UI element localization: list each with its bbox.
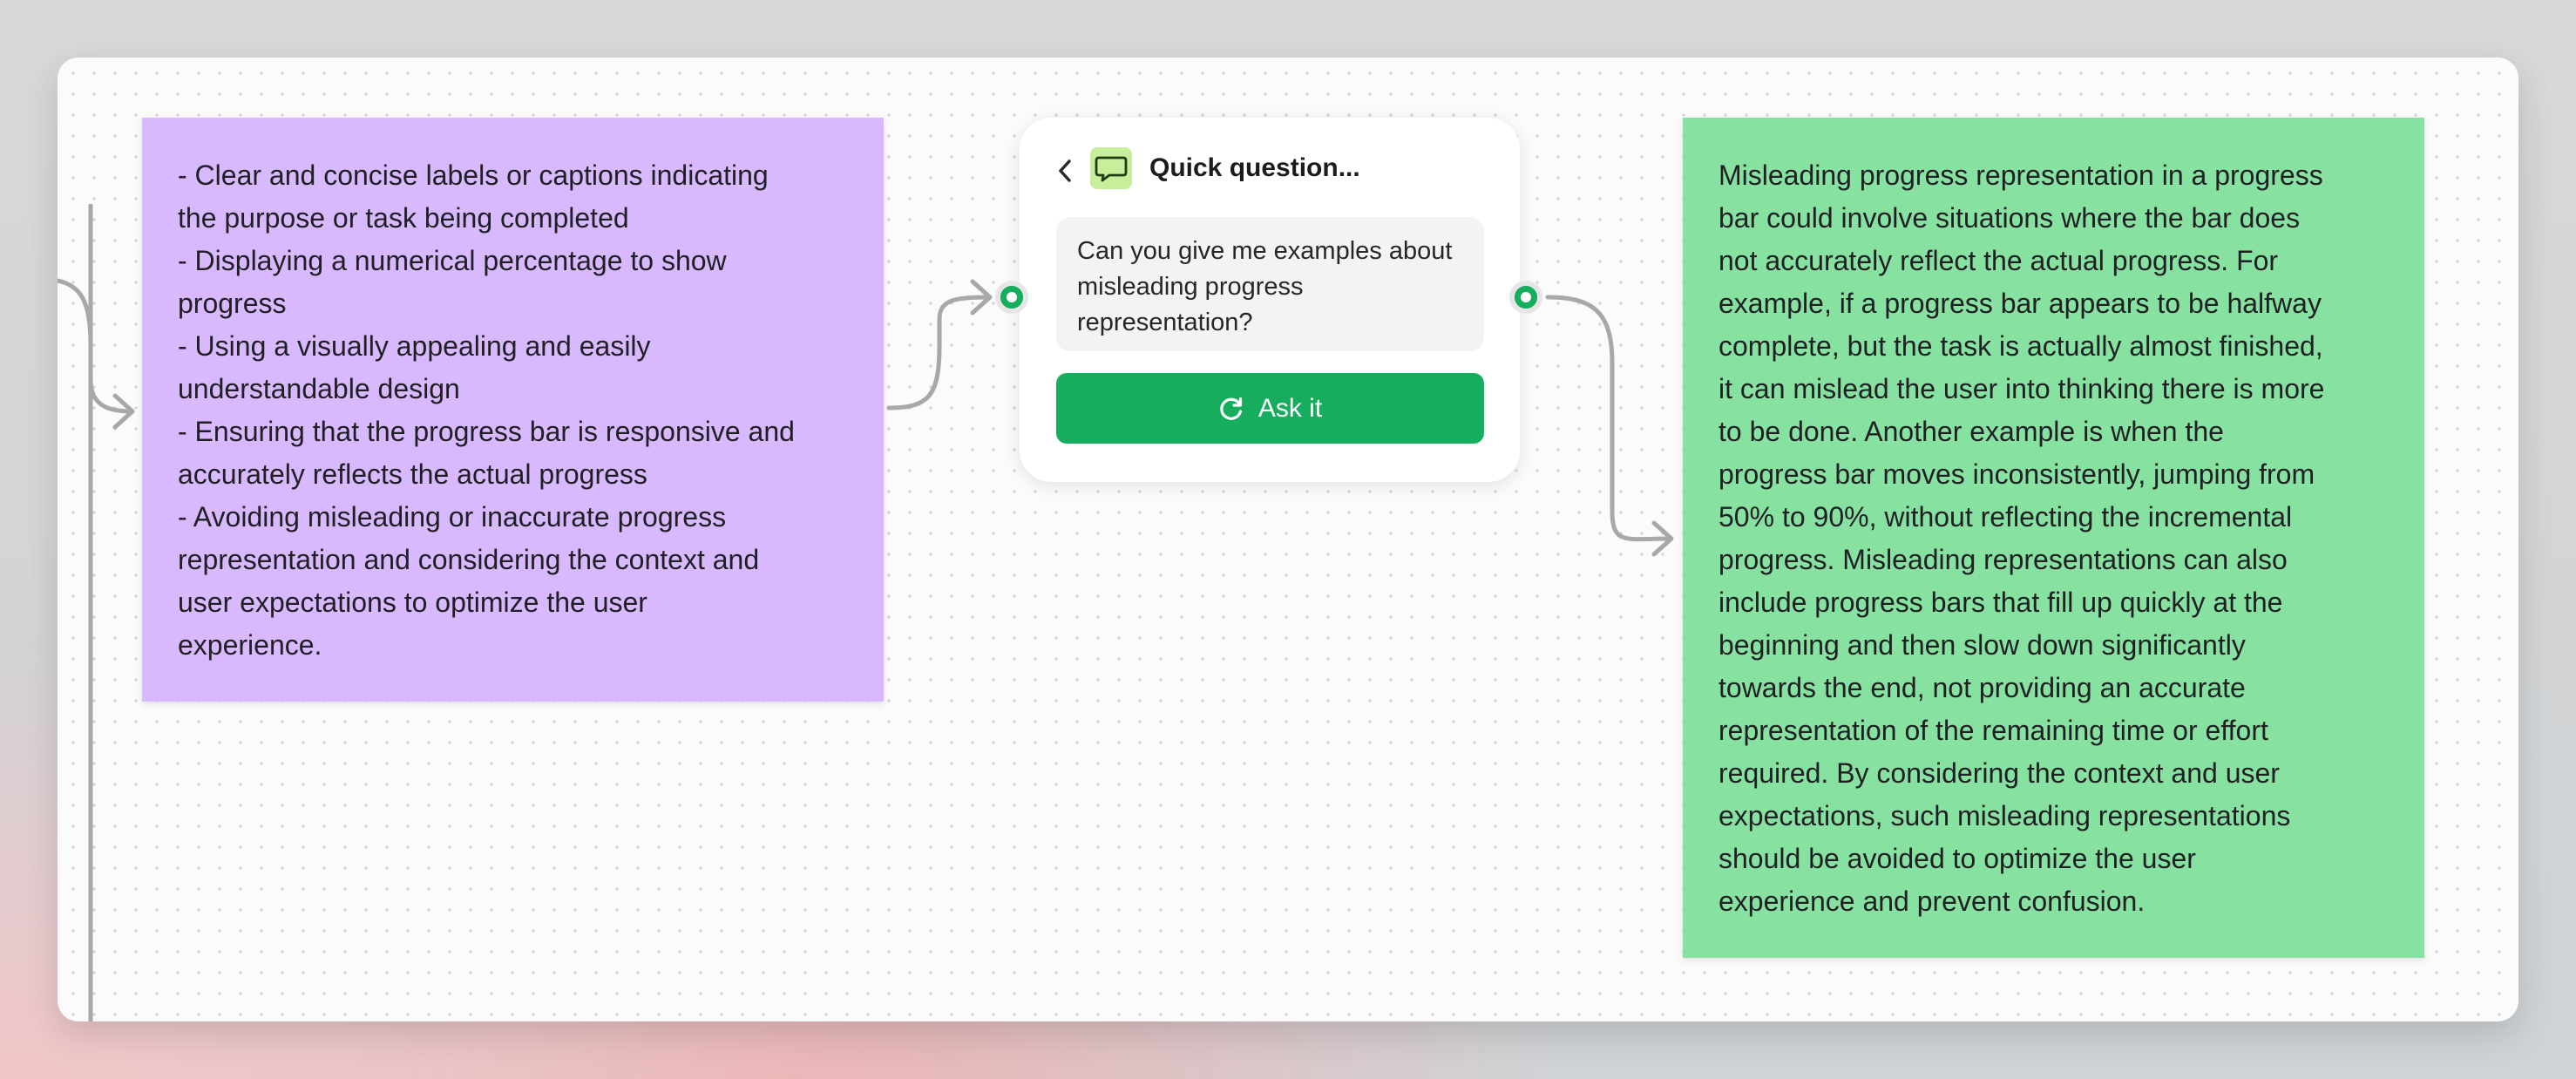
purple-note-line: user expectations to optimize the user: [178, 587, 647, 618]
green-note-line: expectations, such misleading representa…: [1718, 800, 2291, 831]
chevron-left-icon: [1059, 159, 1071, 182]
purple-note-line: - Clear and concise labels or captions i…: [178, 159, 769, 191]
purple-note-line: - Ensuring that the progress bar is resp…: [178, 416, 795, 447]
connector-card-to-green: [1545, 295, 1672, 542]
purple-note-line: - Displaying a numerical percentage to s…: [178, 245, 727, 276]
question-input[interactable]: Can you give me examples about misleadin…: [1056, 217, 1484, 351]
whiteboard-canvas[interactable]: - Clear and concise labels or captions i…: [58, 58, 2518, 1021]
green-note-line: should be avoided to optimize the user: [1718, 843, 2196, 874]
ask-it-button[interactable]: Ask it: [1056, 373, 1484, 444]
green-note-line: not accurately reflect the actual progre…: [1718, 245, 2279, 276]
quick-question-card[interactable]: Quick question... Can you give me exampl…: [1020, 118, 1520, 482]
card-title: Quick question...: [1149, 153, 1360, 182]
green-note-line: include progress bars that fill up quick…: [1718, 587, 2283, 618]
connector-into-purple-note: [58, 278, 133, 414]
connectors-layer: [58, 204, 1674, 1021]
purple-note-line: the purpose or task being completed: [178, 202, 629, 234]
connector-purple-to-card: [886, 295, 991, 411]
purple-note-line: understandable design: [178, 373, 460, 404]
arrowhead-purple-note: [112, 393, 135, 430]
card-output-port[interactable]: [1509, 281, 1542, 314]
green-sticky-note[interactable]: Misleading progress representation in a …: [1683, 118, 2424, 958]
purple-note-line: experience.: [178, 629, 322, 661]
purple-note-line: - Avoiding misleading or inaccurate prog…: [178, 501, 727, 533]
arrowhead-green-note: [1651, 520, 1674, 557]
green-note-line: 50% to 90%, without reflecting the incre…: [1718, 501, 2293, 533]
purple-note-line: representation and considering the conte…: [178, 544, 760, 575]
green-note-line: bar could involve situations where the b…: [1718, 202, 2301, 234]
green-note-line: towards the end, not providing an accura…: [1718, 672, 2246, 703]
green-note-line: progress. Misleading representations can…: [1718, 544, 2288, 575]
green-note-line: Misleading progress representation in a …: [1718, 159, 2323, 191]
green-note-line: it can mislead the user into thinking th…: [1718, 373, 2325, 404]
back-button[interactable]: [1054, 156, 1077, 186]
purple-note-line: accurately reflects the actual progress: [178, 458, 647, 490]
green-note-line: to be done. Another example is when the: [1718, 416, 2224, 447]
green-note-line: required. By considering the context and…: [1718, 757, 2280, 789]
green-note-line: example, if a progress bar appears to be…: [1718, 288, 2322, 319]
purple-note-line: - Using a visually appealing and easily: [178, 330, 651, 362]
card-input-port[interactable]: [995, 281, 1028, 314]
green-note-line: representation of the remaining time or …: [1718, 715, 2268, 746]
green-note-line: beginning and then slow down significant…: [1718, 629, 2246, 661]
purple-note-line: progress: [178, 288, 287, 319]
green-note-line: experience and prevent confusion.: [1718, 886, 2146, 917]
arrowhead-card: [970, 279, 993, 316]
ask-it-label: Ask it: [1257, 393, 1323, 423]
green-note-line: complete, but the task is actually almos…: [1718, 330, 2323, 362]
refresh-icon: [1220, 397, 1242, 420]
speech-bubble-icon: [1090, 147, 1132, 189]
purple-sticky-note[interactable]: - Clear and concise labels or captions i…: [142, 118, 884, 702]
green-note-line: progress bar moves inconsistently, jumpi…: [1718, 458, 2315, 490]
